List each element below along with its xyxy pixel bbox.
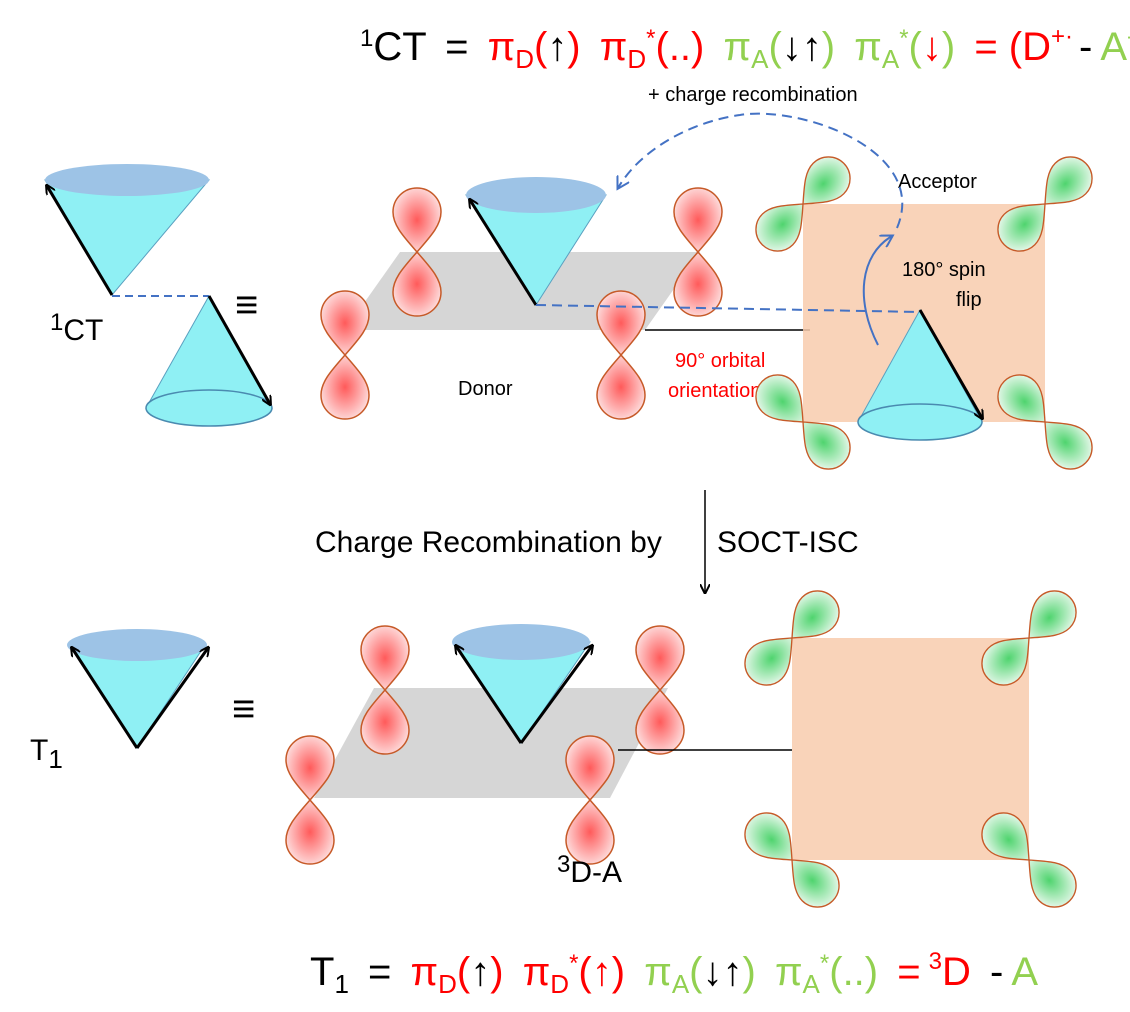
svg-text:T1 = πD(↑) π: T1 = πD(↑) πD*(↑) πA(↓↑) πA*(..) =3D -A [310,948,1038,1002]
equivalence-symbol-bottom: ≡ [232,687,255,731]
bottom-equation: T1 = πD(↑) πD*(↑) πA(↓↑) πA*(..) =3D -A [310,948,1038,1002]
acceptor-label: Acceptor [898,171,977,193]
svg-text:1CT = πD(↑): 1CT = πD(↑) πD*(..) πA(↓↑) πA*(↓) = (D+·… [360,23,1130,74]
state-ct-label: 1CT [50,309,103,347]
donor-bottom [285,624,685,865]
donor-top [320,177,723,420]
process-label-right: SOCT-ISC [717,526,859,559]
spin-flip-line1: 180° spin [902,259,986,281]
t1-cone [67,629,208,749]
charge-recombination-arrow [618,112,904,229]
process-label-left: Charge Recombination by [315,526,662,559]
orbital-label-line1: 90° orbital [675,350,765,372]
recombination-note: + charge recombination [648,84,858,106]
spin-flip-line2: flip [956,289,982,311]
orbital-label-line2: orientation [668,380,761,402]
donor-label: Donor [458,378,513,400]
state-t1-label: T1 [30,734,63,774]
spin-flip-arrow [862,236,892,346]
acceptor-top [535,147,1102,479]
equivalence-symbol-top: ≡ [235,283,258,327]
acceptor-bottom [735,581,1086,917]
ct-cone-pair [44,164,273,427]
product-label: 3D-A [557,851,622,889]
top-equation: 1CT = πD(↑) πD*(..) πA(↓↑) πA*(↓) = (D+·… [360,23,1130,106]
